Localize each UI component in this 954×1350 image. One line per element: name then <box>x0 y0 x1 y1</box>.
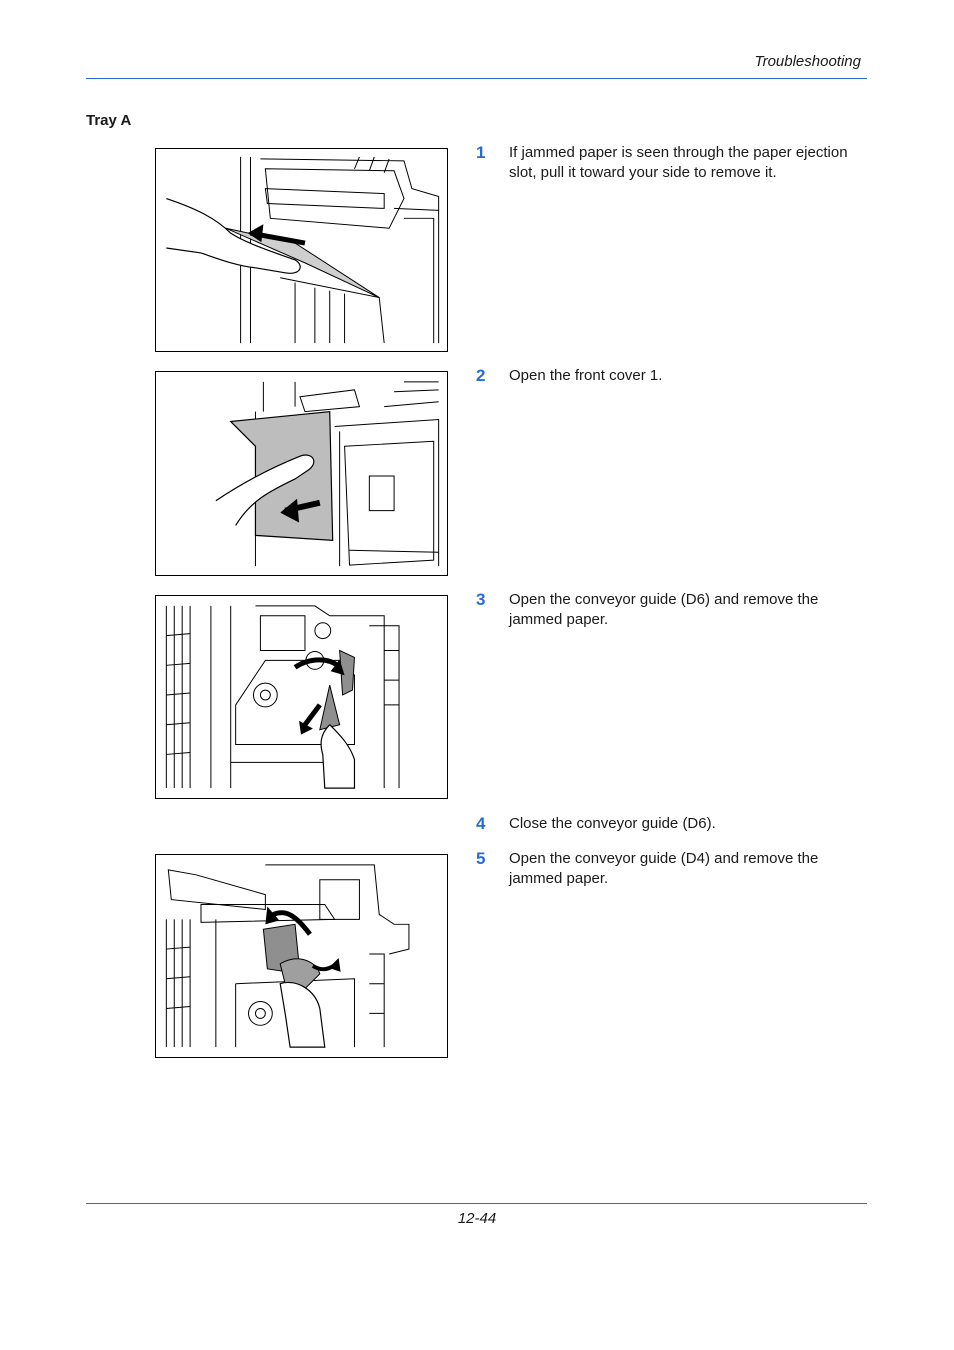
step-4-text: Close the conveyor guide (D6). <box>509 815 716 832</box>
step-5-number: 5 <box>476 849 486 868</box>
footer-rule <box>86 1203 867 1204</box>
header-rule <box>86 78 867 79</box>
step-4-number: 4 <box>476 814 486 833</box>
conveyor-guide-d4-illustration <box>165 864 410 1048</box>
figure-step-3-illustration <box>155 595 448 799</box>
page-number: 12-44 <box>457 1210 497 1227</box>
step-3-number: 3 <box>476 590 486 609</box>
step-5-text: Open the conveyor guide (D4) and remove … <box>509 850 819 887</box>
step-1-text: If jammed paper is seen through the pape… <box>509 144 848 181</box>
figure-step-1-illustration <box>155 148 448 352</box>
section-title: Tray A <box>86 112 132 129</box>
step-3-text: Open the conveyor guide (D6) and remove … <box>509 591 819 628</box>
paper-ejection-illustration <box>166 156 440 344</box>
step-2-text: Open the front cover 1. <box>509 367 663 384</box>
header-title: Troubleshooting <box>754 53 861 70</box>
conveyor-guide-d6-illustration <box>165 605 400 789</box>
step-2-number: 2 <box>476 366 486 385</box>
figure-step-2-illustration <box>155 371 448 576</box>
figure-step-5-illustration <box>155 854 448 1058</box>
front-cover-illustration <box>215 381 440 567</box>
step-1-number: 1 <box>476 143 486 162</box>
